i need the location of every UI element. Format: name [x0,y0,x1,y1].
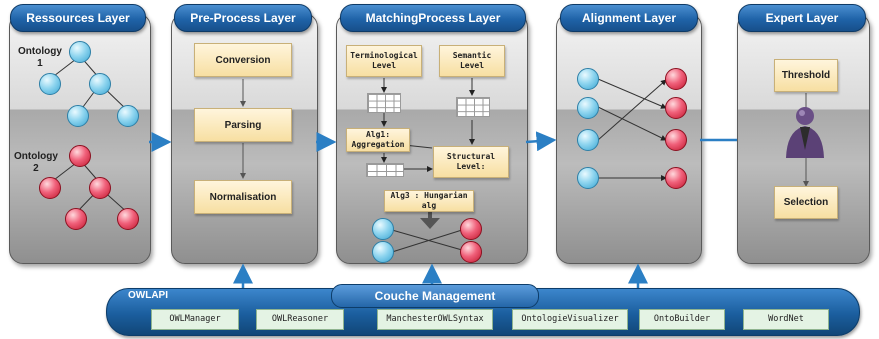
management-bar-title: Couche Management [331,284,539,308]
alg1-aggregation-box: Alg1: Aggregation [346,128,410,152]
terminological-level-box: Terminological Level [346,45,422,77]
align-node-blue [577,68,599,90]
tool-ontobuilder: OntoBuilder [639,309,725,330]
parsing-step: Parsing [194,108,292,142]
terminological-matrix [367,93,401,113]
onto2-node [39,177,61,199]
alignment-layer-title: Alignment Layer [560,4,698,32]
onto1-node [117,105,139,127]
tool-owlmanager: OWLManager [151,309,239,330]
selection-step: Selection [774,186,838,219]
align-node-red [665,129,687,151]
alg3-hungarian-box: Alg3 : Hungarian alg [384,190,474,212]
semantic-level-box: Semantic Level [439,45,505,77]
onto2-node [89,177,111,199]
tool-wordnet: WordNet [743,309,829,330]
align-node-red [665,68,687,90]
ontology-1-label: Ontology 1 [18,46,62,69]
normalisation-step: Normalisation [194,180,292,214]
matching-layer-title: MatchingProcess Layer [340,4,526,32]
onto2-node [117,208,139,230]
align-node-blue [577,129,599,151]
structural-level-box: Structural Level: [433,146,509,178]
align-node-blue [577,97,599,119]
tool-ontologievisualizer: OntologieVisualizer [512,309,628,330]
match-node-blue [372,241,394,263]
onto1-node [69,41,91,63]
tool-owlreasoner: OWLReasoner [256,309,344,330]
semantic-matrix [456,97,490,117]
conversion-step: Conversion [194,43,292,77]
owlapi-label: OWLAPI [128,290,168,301]
align-node-red [665,97,687,119]
align-node-blue [577,167,599,189]
resources-layer-title: Ressources Layer [10,4,146,32]
onto2-node [69,145,91,167]
onto2-node [65,208,87,230]
aggregated-matrix [366,163,404,177]
match-node-red [460,218,482,240]
preprocess-layer-title: Pre-Process Layer [174,4,312,32]
match-node-blue [372,218,394,240]
match-node-red [460,241,482,263]
threshold-step: Threshold [774,59,838,92]
align-node-red [665,167,687,189]
onto1-node [67,105,89,127]
onto1-node [89,73,111,95]
expert-layer-title: Expert Layer [738,4,866,32]
tool-manchesterowlsyntax: ManchesterOWLSyntax [377,309,493,330]
ontology-2-label: Ontology 2 [14,151,58,174]
onto1-node [39,73,61,95]
